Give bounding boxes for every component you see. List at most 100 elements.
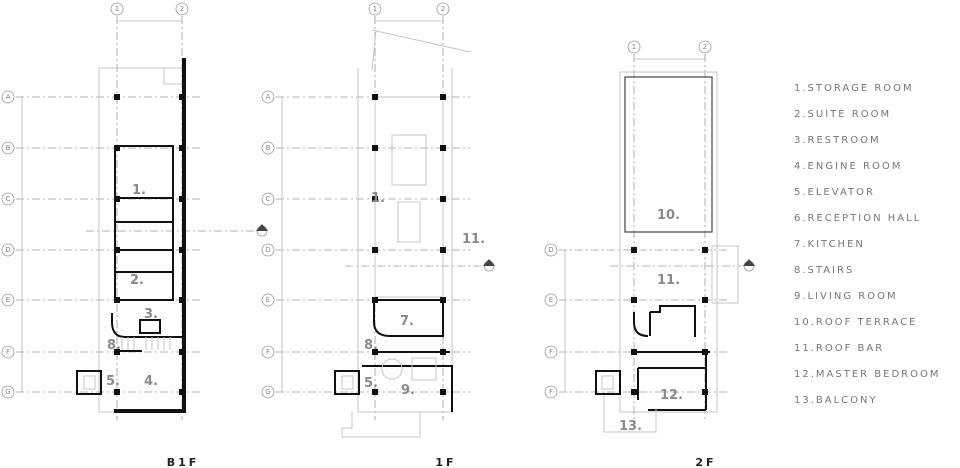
grid-label-column: 2 — [441, 5, 445, 13]
structural-column — [114, 297, 120, 303]
grid-bubble — [1, 345, 15, 359]
bedroom-walls — [634, 351, 710, 411]
dining-table — [381, 358, 403, 380]
grid-label-column: 1 — [373, 5, 377, 13]
grid-bubble — [261, 385, 275, 399]
structural-column — [440, 297, 446, 303]
legend-item: 13.balcony — [794, 395, 878, 406]
structural-column — [440, 349, 446, 355]
structural-column — [372, 196, 378, 202]
grid-bubble — [698, 40, 712, 54]
grid-label-row: B — [266, 144, 271, 152]
structural-column — [440, 247, 446, 253]
legend-item: 2.suite room — [794, 109, 892, 120]
room-label: 2. — [130, 273, 144, 288]
room-walls — [114, 145, 174, 301]
structural-column — [440, 94, 446, 100]
floor-title: B1F — [167, 456, 200, 468]
furniture — [391, 134, 427, 186]
legend-item: 6.reception hall — [794, 213, 922, 224]
grid-label-row: A — [6, 93, 11, 101]
grid-bubble — [261, 243, 275, 257]
elevator-car — [341, 375, 354, 390]
grid-label-row: E — [266, 296, 270, 304]
north-arrow-icon — [743, 259, 755, 266]
grid-bubble — [436, 2, 450, 16]
elevator-car — [83, 375, 96, 390]
structural-column — [372, 297, 378, 303]
grid-label-row: A — [266, 93, 271, 101]
grid-label-row: D — [5, 246, 10, 254]
legend-item: 9.living room — [794, 291, 898, 302]
grid-label-column: 1 — [632, 43, 636, 51]
structural-column — [179, 196, 185, 202]
structural-column — [440, 145, 446, 151]
structural-column — [114, 247, 120, 253]
structural-column — [631, 247, 637, 253]
grid-bubble — [1, 293, 15, 307]
legend-item: 11.roof bar — [794, 343, 885, 354]
structural-column — [631, 389, 637, 395]
grid-bubble — [544, 243, 558, 257]
living-walls — [362, 351, 453, 412]
grid-bubble — [544, 345, 558, 359]
grid-bubble — [627, 40, 641, 54]
legend-item: 4.engine room — [794, 161, 903, 172]
outline — [163, 67, 185, 85]
structural-column — [372, 94, 378, 100]
grid-bubble — [261, 345, 275, 359]
grid-label-row: F — [549, 388, 553, 396]
room-label: 13. — [619, 419, 642, 434]
room-label: 11. — [657, 273, 680, 288]
structural-column — [114, 389, 120, 395]
grid-label-row: D — [265, 246, 270, 254]
grid-label-row: G — [5, 388, 10, 396]
room-label: 5. — [364, 376, 378, 391]
structural-column — [440, 389, 446, 395]
grid-label-row: F — [6, 348, 10, 356]
legend-item: 3.restroom — [794, 135, 881, 146]
upper-walls — [633, 305, 696, 337]
room-label: 7. — [400, 314, 414, 329]
structural-column — [114, 196, 120, 202]
room-label: 8. — [107, 338, 121, 353]
room-label: 11. — [462, 232, 485, 247]
north-arrow-icon — [483, 259, 495, 266]
structural-column — [114, 145, 120, 151]
room-label: 12. — [660, 388, 683, 403]
roof-terrace — [624, 76, 713, 233]
structural-column — [702, 349, 708, 355]
grid-label-row: G — [265, 388, 270, 396]
legend-item: 5.elevator — [794, 187, 875, 198]
room-label: 1. — [371, 191, 385, 206]
structural-column — [179, 94, 185, 100]
grid-label-row: E — [549, 296, 553, 304]
outline — [357, 29, 471, 413]
restroom-walls — [111, 313, 182, 352]
room-legend: 1.storage room 2.suite room 3.restroom 4.en… — [794, 80, 940, 418]
floor-title: 2F — [695, 456, 716, 468]
room-label: 1. — [132, 183, 146, 198]
floor-title: 1F — [435, 456, 456, 468]
legend-item: 7.kitchen — [794, 239, 865, 250]
structural-column — [179, 349, 185, 355]
legend-item: 12.master bedroom — [794, 369, 941, 380]
grid-bubble — [1, 90, 15, 104]
grid-bubble — [1, 243, 15, 257]
stairs — [121, 337, 171, 350]
room-label: 4. — [144, 374, 158, 389]
kitchen-walls — [372, 299, 445, 337]
grid-label-column: 1 — [115, 5, 119, 13]
legend-item: 10.roof terrace — [794, 317, 918, 328]
elevator-shaft — [595, 370, 621, 395]
structural-column — [372, 247, 378, 253]
structural-column — [179, 145, 185, 151]
structural-column — [179, 247, 185, 253]
legend-item: 1.storage room — [794, 83, 914, 94]
retaining-wall — [114, 58, 186, 413]
sofa — [411, 357, 437, 381]
grid-label-row: B — [6, 144, 11, 152]
structural-column — [372, 145, 378, 151]
grid-bubble — [544, 385, 558, 399]
